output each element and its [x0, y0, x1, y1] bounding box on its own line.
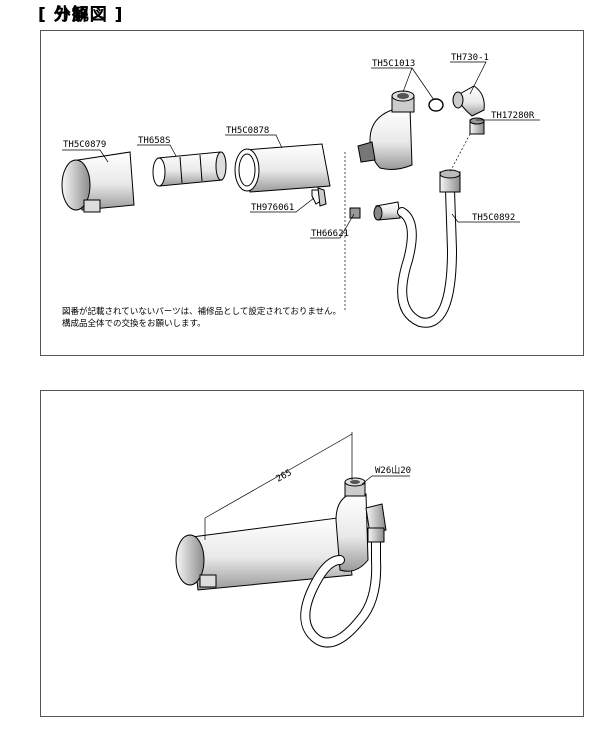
part-label-th658s: TH658S	[138, 136, 171, 146]
parts-note: 図番が記載されていないパーツは、補修品として設定されておりません。 構成品全体で…	[62, 306, 341, 330]
part-clip	[311, 187, 327, 207]
part-label-th5c0879: TH5C0879	[63, 140, 106, 150]
part-flexible-hose	[397, 169, 461, 328]
part-label-th17280r: TH17280R	[491, 111, 535, 121]
part-elbow	[452, 85, 485, 117]
exploded-view-title: [ 分解図 ]	[38, 5, 124, 25]
part-valve-body	[357, 90, 415, 170]
dimension-lines	[204, 432, 410, 540]
part-label-th66621: TH66621	[311, 229, 349, 239]
dimension-thread: W26山20	[375, 465, 411, 476]
dimension-length: 265	[275, 468, 294, 485]
leader-lines	[62, 61, 540, 310]
exterior-view-title: [ 外観図 ]	[38, 5, 124, 25]
part-aerator-pipe	[152, 151, 227, 187]
part-o-ring	[428, 98, 444, 112]
part-spout-cap	[61, 151, 135, 213]
part-nut	[469, 117, 485, 135]
part-label-th976061: TH976061	[251, 203, 294, 213]
part-fitting-small	[349, 201, 401, 221]
part-label-th730-1: TH730-1	[451, 53, 489, 63]
note-line-1: 図番が記載されていないパーツは、補修品として設定されておりません。	[62, 307, 342, 317]
part-label-th5c1013: TH5C1013	[372, 59, 415, 69]
assembled-faucet	[175, 477, 387, 648]
part-spout-body	[234, 143, 331, 193]
part-label-th5c0892: TH5C0892	[472, 213, 515, 223]
note-line-2: 構成品全体での交換をお願いします。	[62, 319, 206, 329]
part-label-th5c0878: TH5C0878	[226, 126, 269, 136]
